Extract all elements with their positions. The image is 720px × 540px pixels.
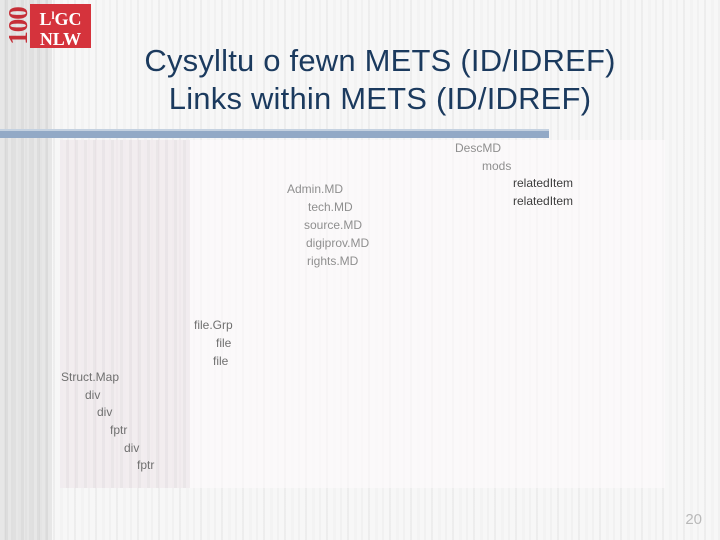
diagram-panel-sheen	[60, 140, 190, 488]
left-background-band	[0, 0, 52, 540]
title-divider-highlight	[0, 129, 549, 131]
diagram-panel	[60, 140, 665, 488]
tree-node-div: div	[124, 441, 140, 455]
logo-line-nlw: NLW	[39, 29, 82, 49]
page-number: 20	[685, 511, 702, 528]
tree-node-file: file	[213, 354, 229, 368]
logo-letter-l: L	[39, 9, 52, 29]
logo-red-box: LlGC NLW	[30, 4, 91, 49]
tree-node-div: div	[97, 405, 113, 419]
tree-node-file-grp: file.Grp	[194, 318, 233, 332]
tree-node-div: div	[85, 388, 101, 402]
tree-node-fptr: fptr	[137, 458, 155, 472]
tree-node-relateditem: relatedItem	[513, 176, 574, 190]
tree-node-struct-map: Struct.Map	[61, 370, 120, 384]
tree-node-fptr: fptr	[110, 423, 128, 437]
logo-letter-l-superscript: l	[51, 10, 55, 22]
tree-node-tech-md: tech.MD	[308, 200, 353, 214]
nlw-logo: 100 LlGC NLW	[3, 2, 96, 50]
logo-letters-gc: GC	[54, 9, 82, 29]
slide-title: Cysylltu o fewn METS (ID/IDREF) Links wi…	[60, 42, 700, 118]
anniversary-100-mark: 100	[3, 7, 33, 45]
tree-node-admin-md: Admin.MD	[287, 182, 344, 196]
tree-node-rights-md: rights.MD	[307, 254, 359, 268]
title-divider	[0, 131, 549, 138]
tree-node-descmd: DescMD	[455, 141, 502, 155]
title-line-english: Links within METS (ID/IDREF)	[168, 81, 592, 116]
tree-node-digiprov-md: digiprov.MD	[306, 236, 370, 250]
tree-node-mods: mods	[482, 159, 512, 173]
tree-node-source-md: source.MD	[304, 218, 363, 232]
tree-node-file: file	[216, 336, 232, 350]
title-line-welsh: Cysylltu o fewn METS (ID/IDREF)	[144, 43, 616, 78]
tree-node-relateditem: relatedItem	[513, 194, 574, 208]
logo-line-llgc: LlGC	[30, 4, 91, 30]
